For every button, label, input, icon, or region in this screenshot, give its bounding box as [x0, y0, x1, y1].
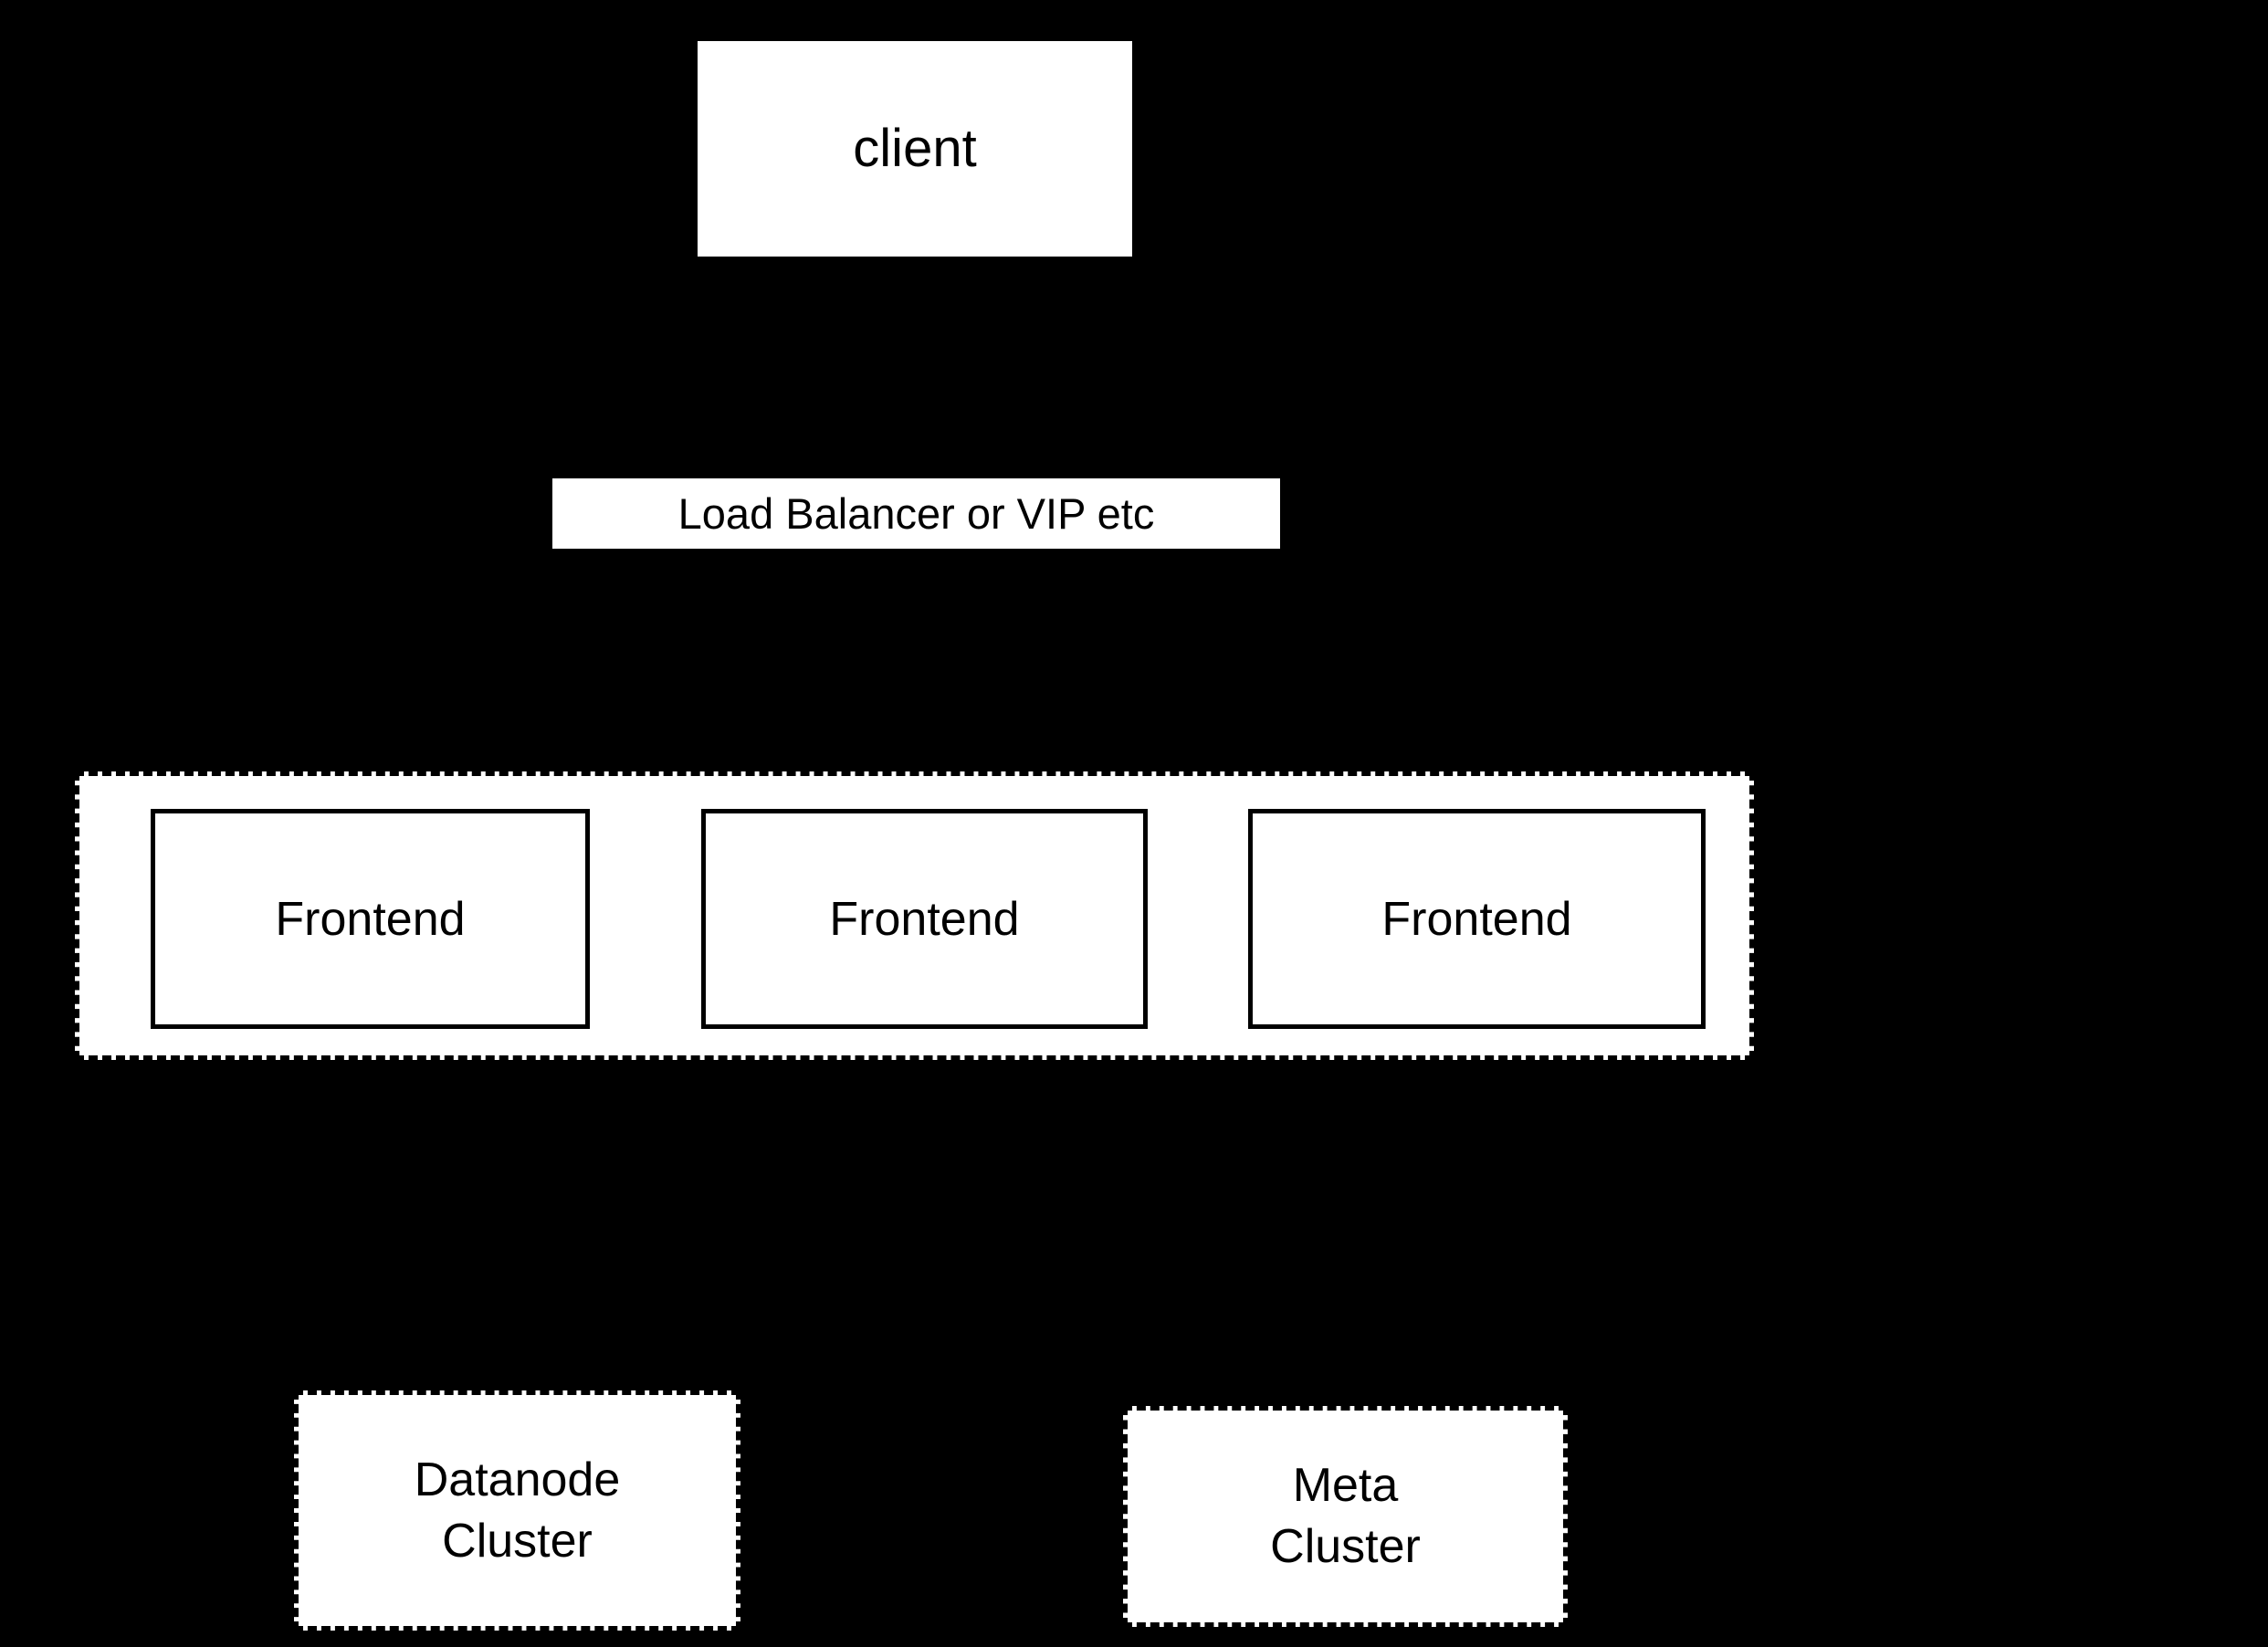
frontend-node-2: Frontend [701, 809, 1148, 1029]
frontend-node-3: Frontend [1248, 809, 1706, 1029]
meta-cluster-node: Meta Cluster [1123, 1406, 1568, 1627]
client-node: client [698, 41, 1132, 257]
load-balancer-node: Load Balancer or VIP etc [552, 478, 1280, 549]
datanode-cluster-node: Datanode Cluster [294, 1390, 740, 1631]
frontend-node-1: Frontend [151, 809, 590, 1029]
frontend-group-container: Frontend Frontend Frontend [75, 771, 1754, 1060]
